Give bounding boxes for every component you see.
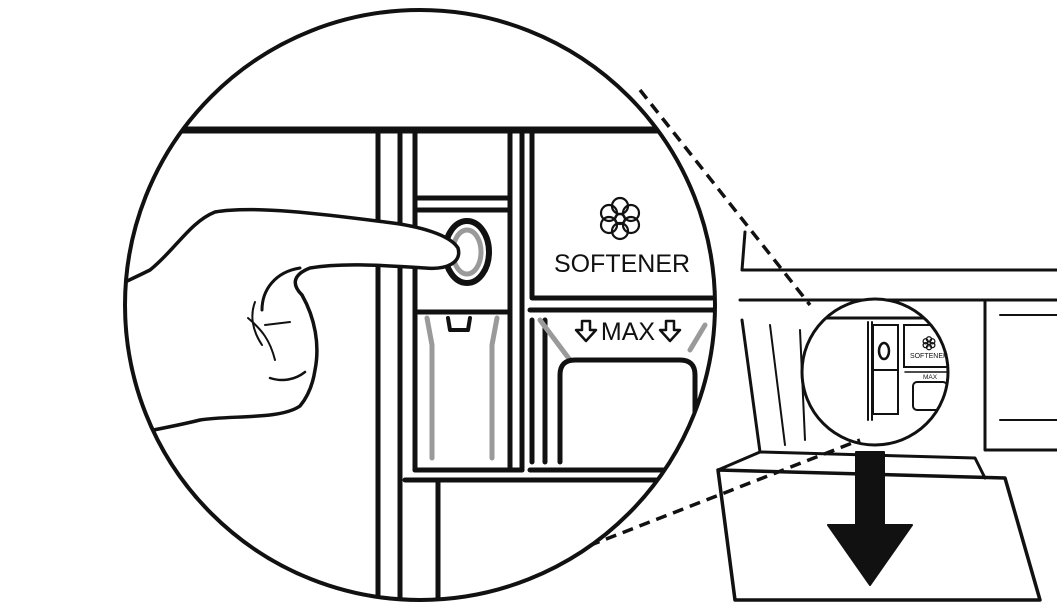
cavity-left [718, 320, 760, 470]
zoom-detail-circle: SOFTENER MAX [0, 10, 720, 603]
max-label: MAX [601, 318, 656, 346]
softener-label-small: SOFTENER [910, 353, 948, 360]
machine-top-edge [742, 232, 1057, 270]
small-detail-circle: SOFTENER MAX [790, 299, 985, 445]
max-label-small: MAX [923, 374, 938, 381]
softener-label: SOFTENER [554, 250, 690, 278]
cavity-right [985, 300, 1057, 450]
